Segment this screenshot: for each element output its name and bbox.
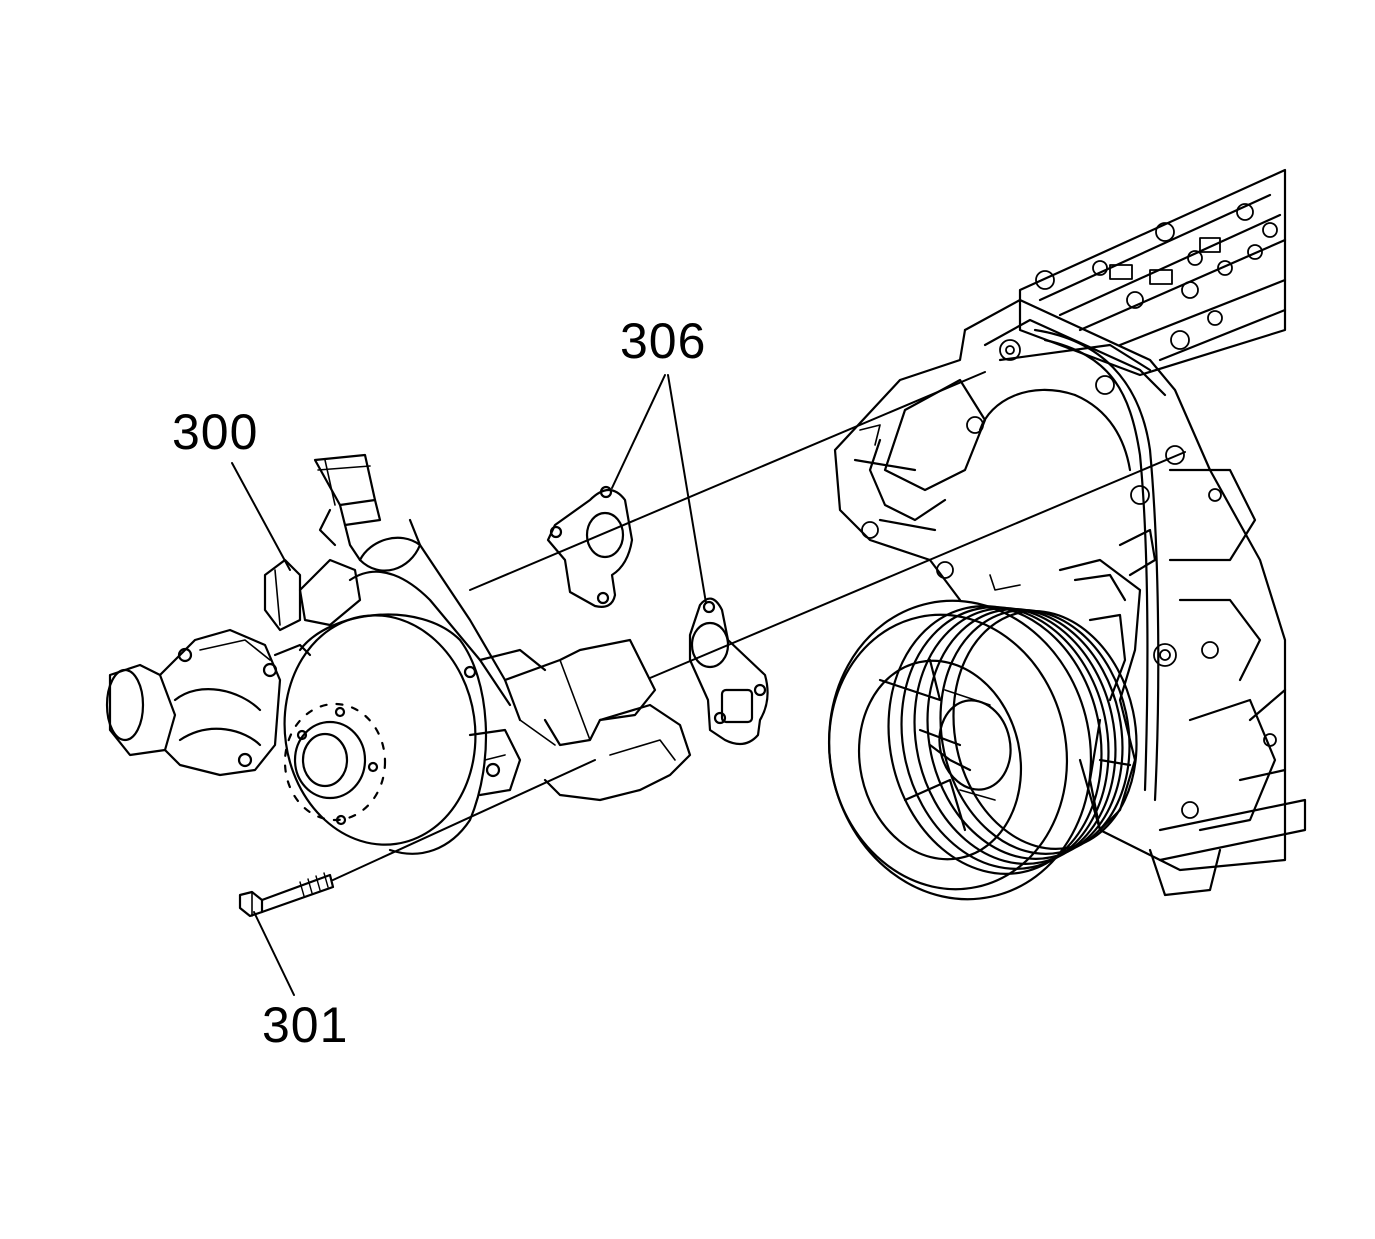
alignment-lines	[333, 372, 1185, 880]
engine-block	[835, 170, 1305, 895]
lower-gasket	[690, 599, 768, 744]
upper-gasket	[548, 487, 632, 607]
callout-300-label: 300	[172, 404, 259, 460]
callout-301-label: 301	[262, 997, 349, 1053]
callout-306-label: 306	[620, 313, 707, 369]
water-pump	[107, 455, 690, 857]
crankshaft-pulley	[802, 576, 1158, 924]
bolt	[240, 873, 333, 916]
leader-lines	[232, 375, 706, 995]
